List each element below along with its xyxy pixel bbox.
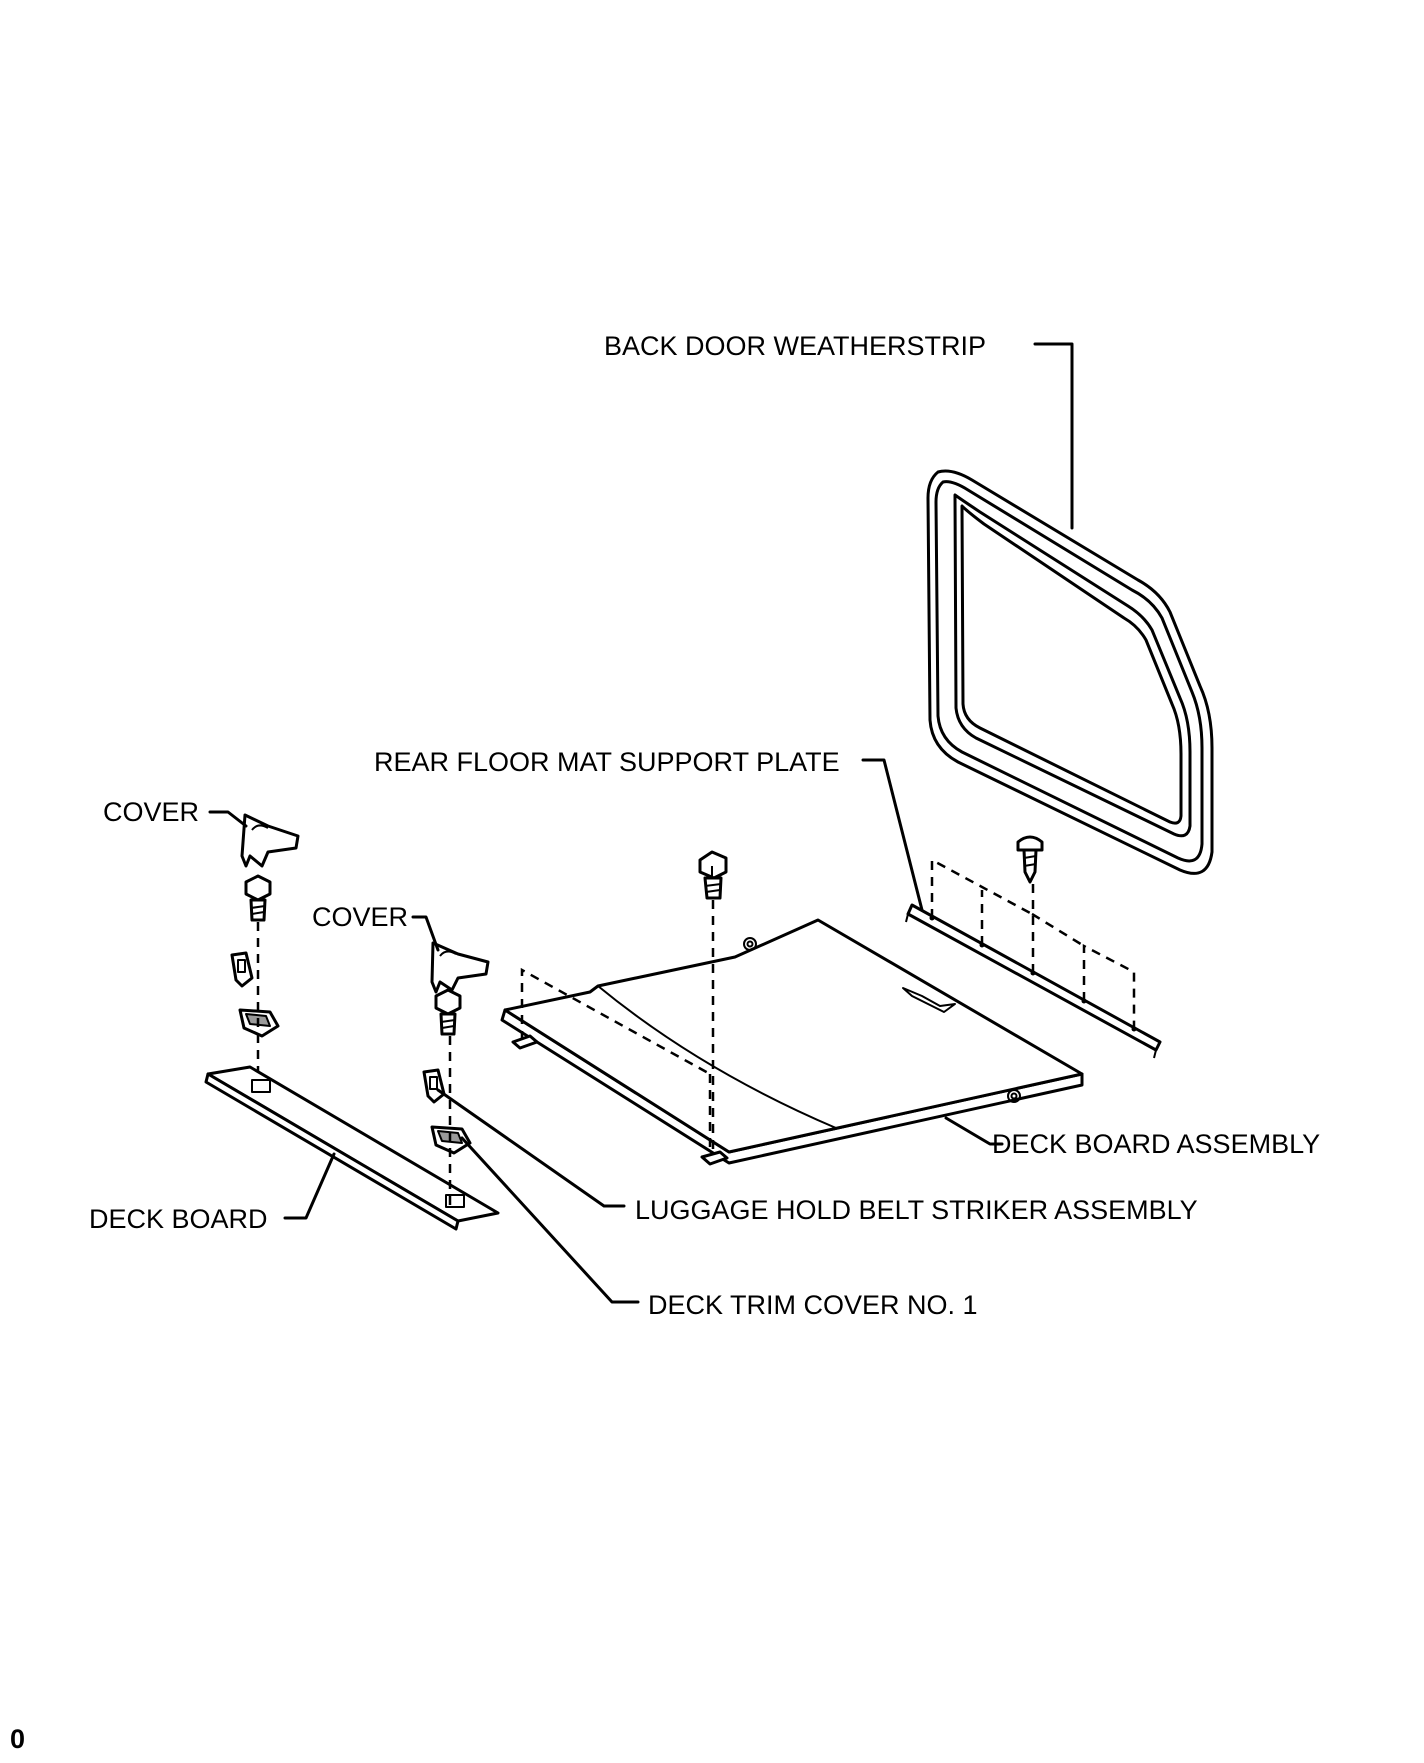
left-bolt [244, 874, 272, 922]
label-deck-board-assembly: DECK BOARD ASSEMBLY [992, 1129, 1320, 1159]
middle-cover [430, 941, 490, 994]
bolt-deck-board [698, 850, 728, 1150]
label-back-door-weatherstrip: BACK DOOR WEATHERSTRIP [604, 331, 986, 361]
label-deck-board: DECK BOARD [89, 1204, 268, 1234]
label-luggage-hold-belt-striker-assembly: LUGGAGE HOLD BELT STRIKER ASSEMBLY [635, 1195, 1198, 1225]
middle-striker [422, 1068, 446, 1104]
left-cover [240, 813, 300, 868]
leader-lines [208, 342, 1074, 1304]
deck-board-assembly [500, 918, 1084, 1166]
label-cover-left: COVER [103, 797, 199, 827]
deck-board [204, 1065, 500, 1231]
label-rear-floor-mat-support-plate: REAR FLOOR MAT SUPPORT PLATE [374, 747, 840, 777]
back-door-weatherstrip [926, 469, 1214, 875]
left-striker [230, 951, 254, 988]
middle-bolt [434, 988, 462, 1036]
label-cover-middle: COVER [312, 902, 408, 932]
screw-support-plate [1016, 835, 1044, 884]
label-deck-trim-cover-no1: DECK TRIM COVER NO. 1 [648, 1290, 978, 1320]
corner-mark: 0 [10, 1724, 25, 1754]
rear-floor-mat-support-plate [905, 857, 1162, 1059]
